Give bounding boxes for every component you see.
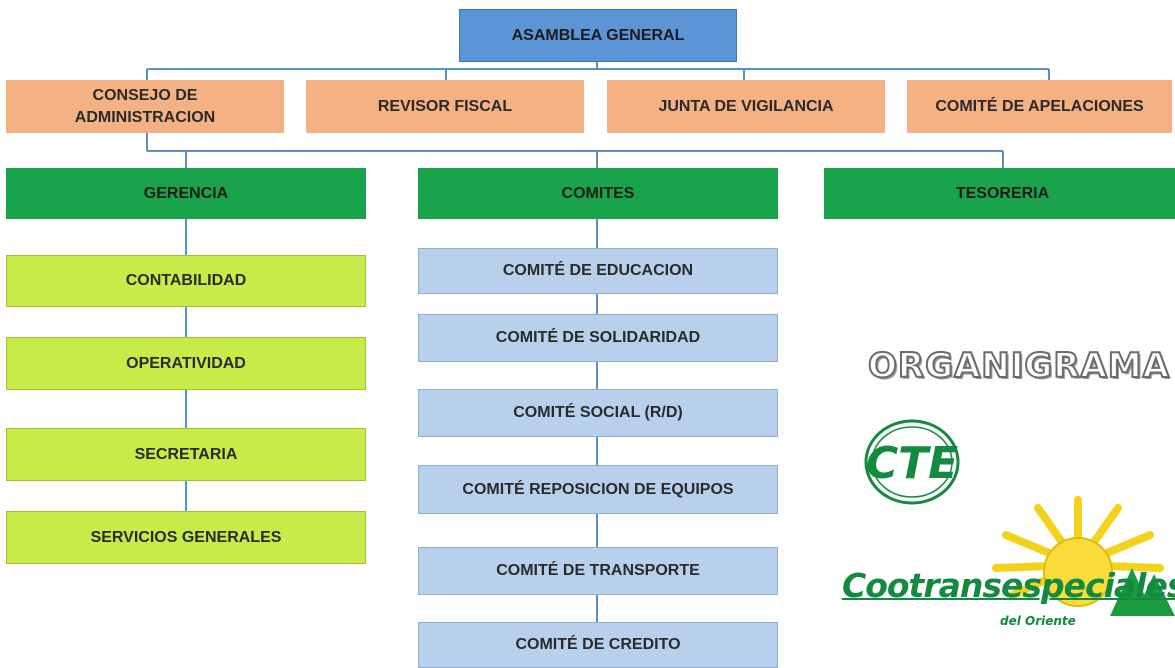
cte-logo-monogram: CTE bbox=[866, 438, 958, 489]
operatividad-box: OPERATIVIDAD bbox=[6, 337, 366, 390]
comite-reposicion-equipos-label: COMITÉ REPOSICION DE EQUIPOS bbox=[462, 480, 734, 498]
comite-apelaciones-box: COMITÉ DE APELACIONES bbox=[907, 80, 1172, 133]
organigrama-title: ORGANIGRAMA bbox=[867, 345, 1170, 387]
gerencia-label: GERENCIA bbox=[143, 184, 229, 202]
comite-solidaridad-box: COMITÉ DE SOLIDARIDAD bbox=[418, 314, 778, 362]
contabilidad-box: CONTABILIDAD bbox=[6, 255, 366, 307]
secretaria-label: SECRETARIA bbox=[134, 445, 238, 463]
asamblea-general-box: ASAMBLEA GENERAL bbox=[459, 9, 737, 62]
comite-credito-label: COMITÉ DE CREDITO bbox=[515, 636, 681, 654]
junta-vigilancia-box: JUNTA DE VIGILANCIA bbox=[607, 80, 885, 133]
comites-label: COMITES bbox=[561, 184, 635, 202]
consejo-administracion-box: CONSEJO DE ADMINISTRACION bbox=[6, 80, 284, 133]
revisor-fiscal-box: REVISOR FISCAL bbox=[306, 80, 584, 133]
gerencia-box: GERENCIA bbox=[6, 168, 366, 219]
cootransespeciales-logo bbox=[838, 490, 1175, 655]
brand-subtitle: del Oriente bbox=[1000, 614, 1076, 628]
tesoreria-box: TESORERIA bbox=[824, 168, 1175, 219]
cte-logo: CTE bbox=[862, 416, 962, 513]
tesoreria-label: TESORERIA bbox=[955, 184, 1050, 202]
comite-reposicion-equipos-box: COMITÉ REPOSICION DE EQUIPOS bbox=[418, 465, 778, 514]
comite-credito-box: COMITÉ DE CREDITO bbox=[418, 622, 778, 668]
comite-social-label: COMITÉ SOCIAL (R/D) bbox=[513, 404, 683, 422]
comite-educacion-box: COMITÉ DE EDUCACION bbox=[418, 248, 778, 294]
comite-transporte-box: COMITÉ DE TRANSPORTE bbox=[418, 547, 778, 595]
comites-box: COMITES bbox=[418, 168, 778, 219]
mountains-icon bbox=[1110, 568, 1175, 616]
comite-social-box: COMITÉ SOCIAL (R/D) bbox=[418, 389, 778, 437]
asamblea-general-label: ASAMBLEA GENERAL bbox=[511, 26, 685, 44]
comite-apelaciones-label: COMITÉ DE APELACIONES bbox=[935, 97, 1144, 115]
servicios-generales-box: SERVICIOS GENERALES bbox=[6, 511, 366, 564]
comite-educacion-label: COMITÉ DE EDUCACION bbox=[502, 262, 694, 280]
brand-name: Cootransespeciales bbox=[842, 566, 1175, 605]
consejo-administracion-label: CONSEJO DE ADMINISTRACION bbox=[74, 86, 216, 126]
junta-vigilancia-label: JUNTA DE VIGILANCIA bbox=[658, 97, 834, 115]
comite-solidaridad-label: COMITÉ DE SOLIDARIDAD bbox=[495, 329, 701, 347]
operatividad-label: OPERATIVIDAD bbox=[126, 354, 246, 372]
sun-icon bbox=[992, 496, 1164, 607]
contabilidad-label: CONTABILIDAD bbox=[125, 272, 247, 290]
revisor-fiscal-label: REVISOR FISCAL bbox=[377, 97, 513, 115]
comite-transporte-label: COMITÉ DE TRANSPORTE bbox=[496, 562, 700, 580]
servicios-generales-label: SERVICIOS GENERALES bbox=[90, 528, 282, 546]
secretaria-box: SECRETARIA bbox=[6, 428, 366, 481]
